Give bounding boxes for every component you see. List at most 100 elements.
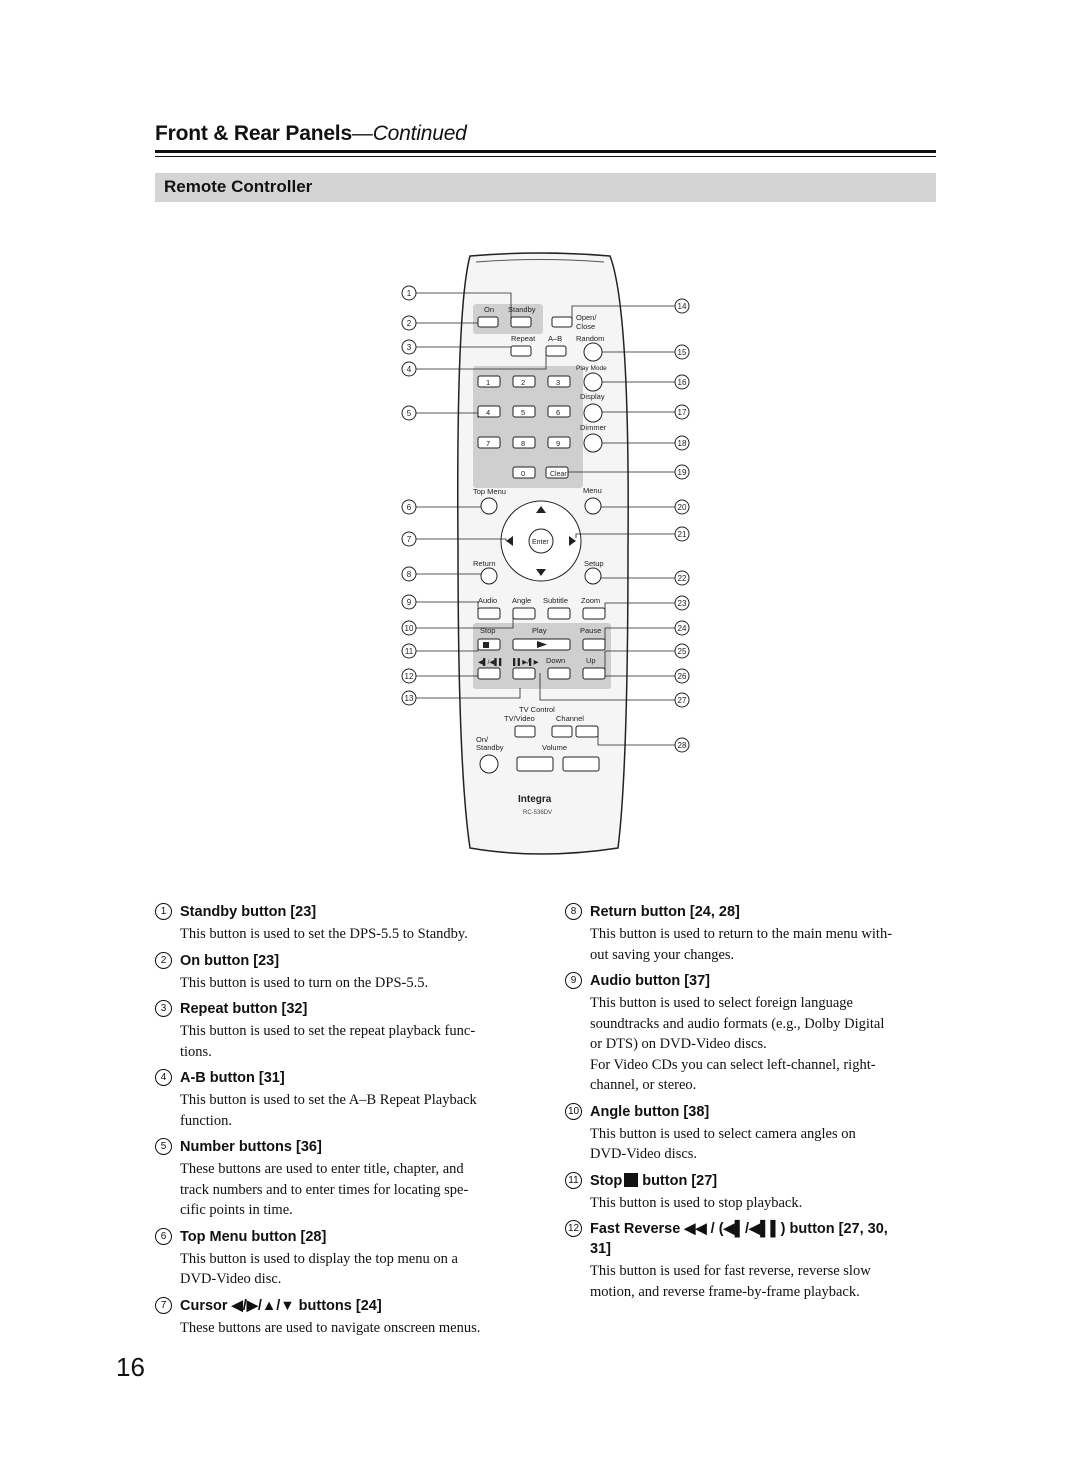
entry-number: 3 bbox=[155, 1000, 172, 1017]
callout-label-23: 23 bbox=[678, 599, 687, 608]
number-button-8[interactable] bbox=[512, 436, 536, 449]
pause-button[interactable] bbox=[582, 638, 606, 651]
callout-label-25: 25 bbox=[678, 647, 687, 656]
entry-title: A-B button [31] bbox=[180, 1070, 285, 1086]
callout-line-10 bbox=[416, 613, 514, 629]
number-button-7[interactable] bbox=[477, 436, 501, 449]
entry-description: This button is used to stop playback. bbox=[590, 1194, 803, 1211]
entry-number: 9 bbox=[565, 972, 582, 989]
random-button[interactable] bbox=[583, 342, 603, 362]
entry-title: Audio button [37] bbox=[590, 973, 711, 989]
callout-line-24 bbox=[604, 627, 675, 644]
zoom-button[interactable] bbox=[582, 607, 606, 620]
entry-number: 11 bbox=[565, 1171, 582, 1189]
number-button-3[interactable] bbox=[547, 375, 571, 388]
volume-up-button[interactable] bbox=[562, 756, 600, 772]
return-button[interactable] bbox=[480, 567, 498, 585]
number-button-9[interactable] bbox=[547, 436, 571, 449]
callout-line-8 bbox=[416, 573, 482, 576]
remote-illustration: On Standby Open/ Close Repeat A–B Random… bbox=[380, 248, 720, 878]
display-button[interactable] bbox=[583, 403, 603, 423]
clear-button[interactable] bbox=[545, 466, 569, 479]
cursor-down-icon[interactable] bbox=[536, 569, 546, 576]
callout-line-12 bbox=[416, 673, 479, 677]
enter-label: Enter bbox=[532, 539, 549, 546]
menu-button[interactable] bbox=[584, 497, 602, 515]
entry-title: Angle button [38] bbox=[590, 1103, 710, 1120]
number-button-4[interactable] bbox=[477, 405, 501, 418]
skip-up-button[interactable] bbox=[582, 667, 606, 680]
volume-down-button[interactable] bbox=[516, 756, 554, 772]
section-bar: Remote Controller bbox=[155, 173, 936, 202]
callout-line-11 bbox=[416, 644, 479, 652]
callout-line-26 bbox=[604, 673, 675, 677]
number-button-1[interactable] bbox=[477, 375, 501, 388]
number-label-8: 8 bbox=[521, 439, 525, 448]
callout-line-22 bbox=[600, 576, 675, 579]
label-menu: Menu bbox=[583, 486, 602, 495]
number-button-5[interactable] bbox=[512, 405, 536, 418]
entry-description: This button is used to set the DPS-5.5 t… bbox=[180, 926, 468, 942]
label-angle: Angle bbox=[512, 596, 531, 605]
channel-down-button[interactable] bbox=[551, 725, 573, 738]
number-button-0[interactable] bbox=[512, 466, 536, 479]
entry-description: This button is used to turn on the DPS-5… bbox=[180, 974, 429, 991]
entry-number: 5 bbox=[155, 1138, 172, 1155]
callout-line-3 bbox=[416, 346, 512, 350]
play-icon bbox=[537, 641, 547, 648]
entry-number: 1 bbox=[155, 903, 172, 920]
fast-forward-button[interactable] bbox=[512, 667, 536, 680]
number-button-2[interactable] bbox=[512, 375, 536, 388]
header-continued: —Continued bbox=[351, 122, 467, 145]
callout-line-27 bbox=[539, 673, 675, 701]
callout-line-6 bbox=[416, 506, 482, 508]
on-button[interactable] bbox=[477, 316, 499, 328]
number-button-6[interactable] bbox=[547, 405, 571, 418]
skip-down-button[interactable] bbox=[547, 667, 571, 680]
cursor-left-icon[interactable] bbox=[506, 536, 513, 546]
cursor-right-icon[interactable] bbox=[569, 536, 576, 546]
label-play: Play bbox=[532, 626, 547, 635]
entry-number: 12 bbox=[565, 1220, 582, 1237]
repeat-button[interactable] bbox=[510, 345, 532, 357]
callout-line-28 bbox=[597, 731, 675, 746]
setup-button[interactable] bbox=[584, 567, 602, 585]
open-close-button[interactable] bbox=[551, 316, 573, 328]
entry-title: Return button [24, 28] bbox=[590, 904, 740, 920]
number-label-4: 4 bbox=[486, 408, 490, 417]
label-display: Display bbox=[580, 392, 605, 401]
callout-label-20: 20 bbox=[678, 503, 687, 512]
model-number: RC-536DV bbox=[523, 810, 552, 816]
label-return: Return bbox=[473, 559, 496, 568]
tv-on-standby-button[interactable] bbox=[479, 754, 499, 774]
top-menu-button[interactable] bbox=[480, 497, 498, 515]
tv-video-button[interactable] bbox=[514, 725, 536, 738]
standby-button[interactable] bbox=[510, 316, 532, 328]
label-top-menu: Top Menu bbox=[473, 487, 506, 496]
callout-label-3: 3 bbox=[407, 343, 412, 352]
subtitle-button[interactable] bbox=[547, 607, 571, 620]
channel-up-button[interactable] bbox=[575, 725, 599, 738]
label-up: Up bbox=[586, 656, 596, 665]
callout-label-27: 27 bbox=[678, 696, 687, 705]
label-open: Open/ bbox=[576, 313, 597, 322]
dimmer-button[interactable] bbox=[583, 433, 603, 453]
fast-reverse-button[interactable] bbox=[477, 667, 501, 680]
entry-number: 10 bbox=[565, 1102, 582, 1120]
angle-button[interactable] bbox=[512, 607, 536, 620]
enter-button[interactable] bbox=[528, 528, 554, 554]
ab-button[interactable] bbox=[545, 345, 567, 357]
label-on: On bbox=[484, 305, 494, 314]
audio-button[interactable] bbox=[477, 607, 501, 620]
entry-description: This button is used to return to the mai… bbox=[590, 926, 893, 963]
play-mode-button[interactable] bbox=[583, 372, 603, 392]
cursor-up-icon[interactable] bbox=[536, 506, 546, 513]
